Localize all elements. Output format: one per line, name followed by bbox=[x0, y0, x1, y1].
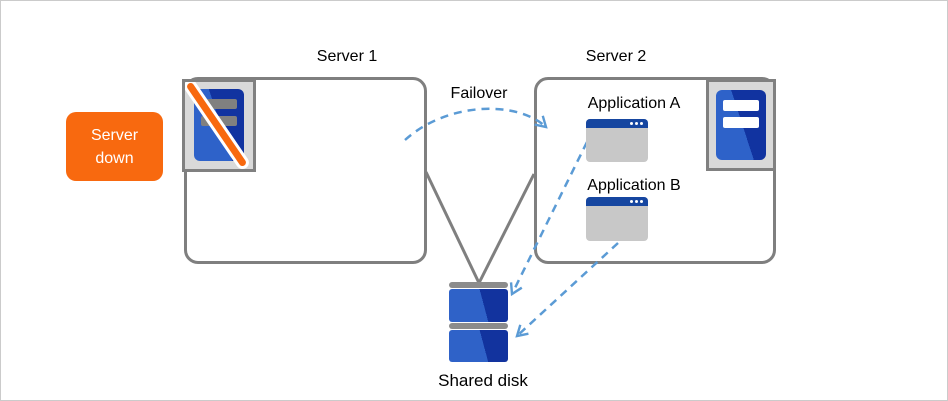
disk-platter bbox=[449, 289, 508, 322]
disk-cap bbox=[449, 282, 508, 288]
failover-label: Failover bbox=[450, 85, 508, 102]
server-vent bbox=[201, 99, 237, 109]
disk-platter bbox=[449, 330, 508, 362]
server-tower-icon bbox=[716, 90, 766, 160]
window-dots-icon bbox=[630, 122, 643, 125]
server-down-badge-line1: Server bbox=[90, 126, 139, 144]
window-titlebar bbox=[586, 197, 648, 206]
shared-disk-icon bbox=[449, 282, 508, 363]
server-icon bbox=[706, 79, 776, 171]
connector-v-right bbox=[477, 173, 536, 284]
server1-label: Server 1 bbox=[316, 48, 378, 65]
server-vent bbox=[723, 100, 759, 111]
disk-cap bbox=[449, 323, 508, 329]
server-vent bbox=[723, 117, 759, 128]
server2-label: Server 2 bbox=[585, 48, 647, 65]
application-a-label: Application A bbox=[587, 95, 681, 112]
window-titlebar bbox=[586, 119, 648, 128]
server-down-badge-line2: down bbox=[95, 149, 134, 167]
server-down-icon bbox=[182, 79, 256, 172]
server-down-badge: Server down bbox=[66, 112, 163, 181]
shared-disk-label: Shared disk bbox=[438, 371, 528, 390]
window-dots-icon bbox=[630, 200, 643, 203]
application-b-label: Application B bbox=[587, 177, 681, 194]
application-b-window-icon bbox=[586, 197, 648, 241]
connector-v-left bbox=[424, 171, 481, 284]
application-a-window-icon bbox=[586, 119, 648, 162]
